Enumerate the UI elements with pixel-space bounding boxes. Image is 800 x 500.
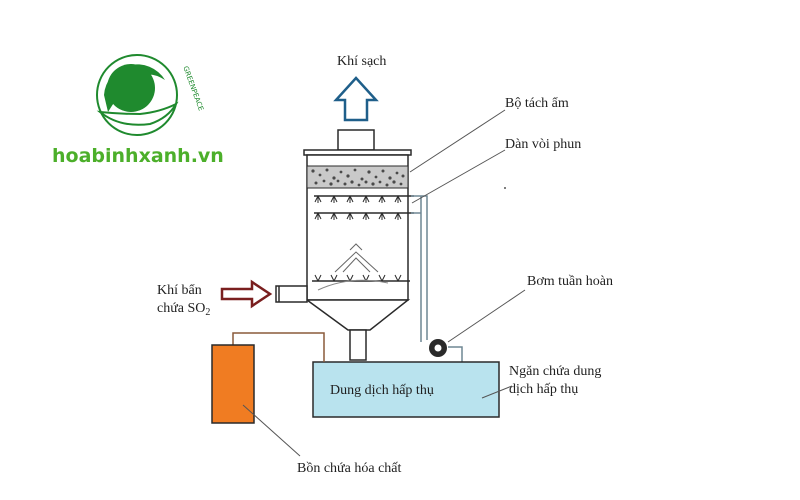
brand-logo: GREENPEACE hoabinhxanh.vn — [52, 54, 224, 167]
chemical-tank — [211, 344, 255, 424]
logo-text: GREENPEACE — [181, 65, 205, 112]
pump-label: Bơm tuần hoàn — [527, 274, 613, 289]
tank-section-label-line2: dịch hấp thụ — [509, 382, 578, 397]
absorbent-solution-label: Dung dịch hấp thụ — [330, 383, 434, 398]
demister-packing — [311, 168, 405, 187]
absorbent-tank — [312, 361, 500, 418]
leader-lines — [242, 109, 526, 457]
circulation-pump-icon — [429, 339, 447, 357]
lower-spray-nozzles — [314, 274, 402, 282]
outlet-neck — [337, 129, 375, 151]
demister-label: Bộ tách ẩm — [505, 96, 569, 111]
clean-air-label: Khí sạch — [337, 54, 386, 69]
tank-section-label-line1: Ngăn chứa dung — [509, 364, 601, 379]
brand-site-text: hoabinhxanh.vn — [52, 145, 224, 167]
clean-air-arrow-icon — [333, 76, 379, 122]
stray-dot — [504, 187, 506, 189]
spray-nozzles-row-2 — [314, 212, 402, 220]
gas-inlet-nozzle — [275, 285, 308, 303]
spray-nozzles-row-1 — [314, 195, 402, 203]
dirty-air-label-line2: chứa SO2 — [157, 301, 210, 318]
dirty-air-label-line1: Khí bẩn — [157, 283, 202, 298]
greenpeace-seal-icon — [96, 54, 179, 136]
recirculation-pipes — [411, 195, 463, 362]
scrubber-tower — [303, 149, 414, 361]
chemical-feed-pipe — [232, 332, 325, 362]
gas-flow-chevrons — [334, 243, 379, 273]
spray-nozzles-label: Dàn vòi phun — [505, 137, 581, 152]
chemical-tank-label: Bồn chứa hóa chất — [297, 461, 401, 476]
dirty-air-arrow-icon — [220, 279, 273, 309]
